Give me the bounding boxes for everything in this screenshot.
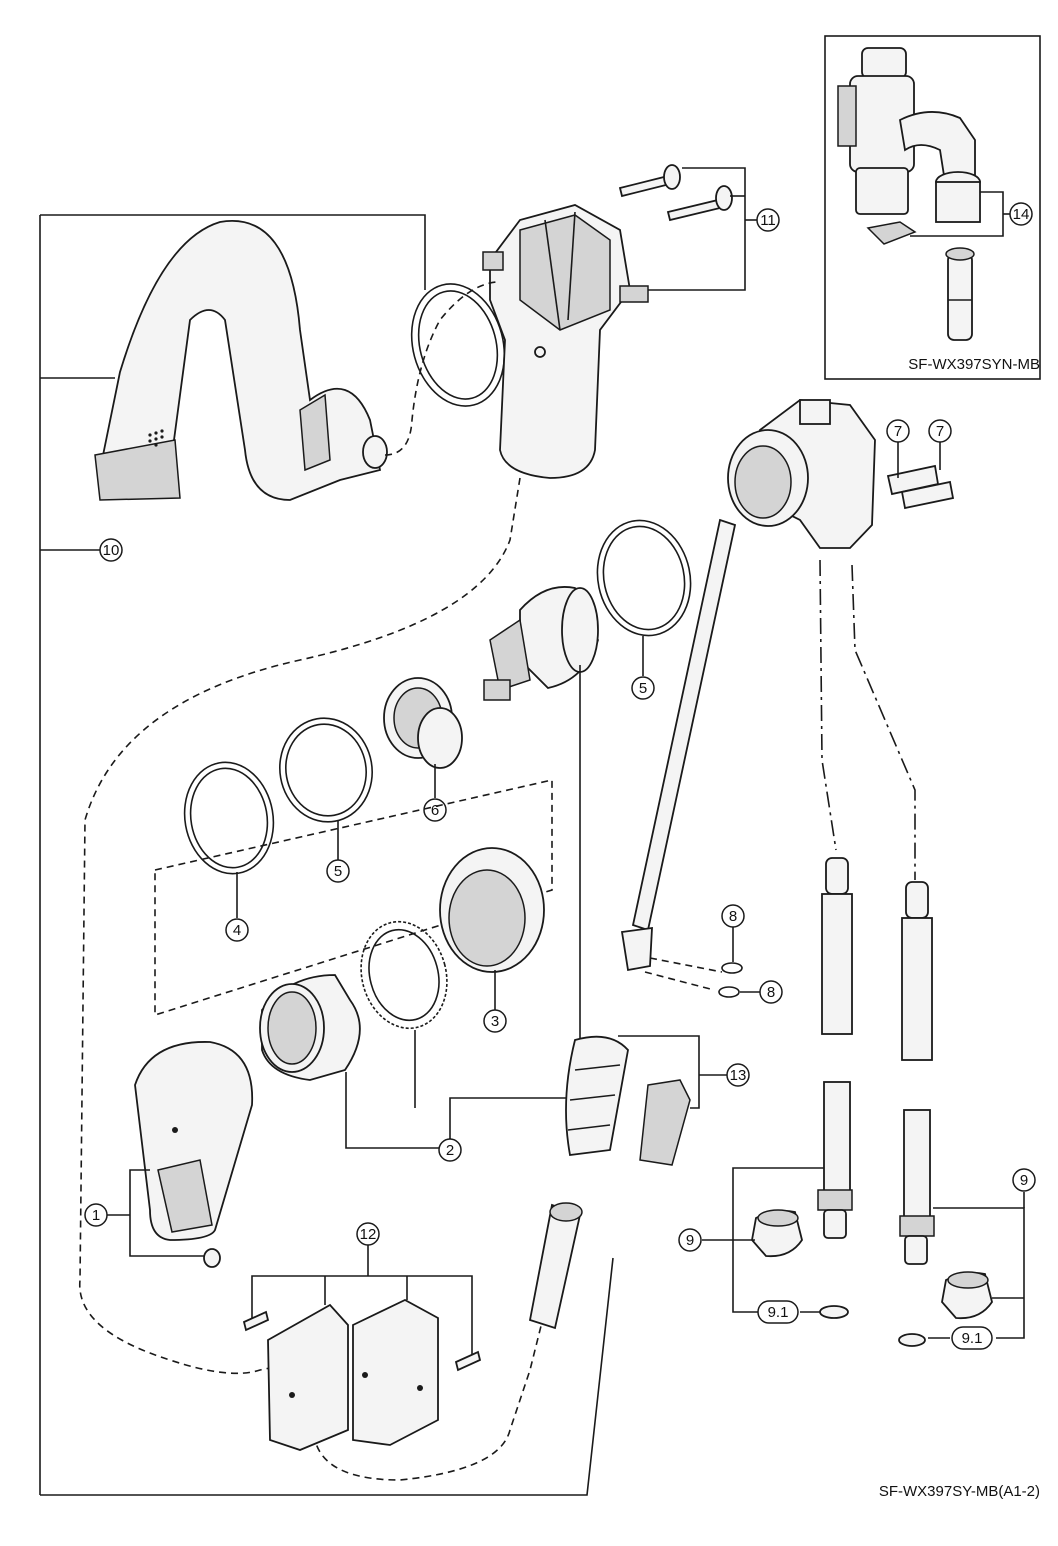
callout-11: 11 [756,208,780,232]
toothed-ring [360,920,448,1030]
seal-ring-5-right [596,519,692,676]
callout-5-left: 5 [326,859,350,883]
callout-1: 1 [84,1203,108,1227]
hose-guide-left [819,559,837,851]
callout-14-label: 14 [1013,206,1030,223]
union-nut-9-left [751,1209,803,1258]
callout-5-right: 5 [631,676,655,700]
callout-9-left: 9 [678,1228,702,1252]
hose-upper-left [821,857,853,1035]
nut-6 [383,677,463,798]
callout-8a: 8 [721,904,745,928]
callout-8b: 8 [759,980,783,1004]
callout-9-1-left-label: 9.1 [768,1304,789,1321]
callout-9-left-label: 9 [686,1232,694,1249]
callout-13-label: 13 [730,1067,747,1084]
escutcheon-3 [439,847,545,1010]
callout-12-leader [251,1245,473,1355]
callout-2: 2 [438,1138,462,1162]
callout-11-label: 11 [760,212,776,229]
callout-3: 3 [483,1009,507,1033]
washers-9-1 [819,1305,926,1347]
seal-ring-large [410,283,506,407]
callout-4: 4 [225,918,249,942]
inlet-adapter [528,1202,583,1330]
strainer-insert [565,1035,691,1166]
callout-6: 6 [423,798,447,822]
cover-sleeve [259,974,361,1081]
bracket-10 [39,214,614,1496]
callout-13-leader [618,1035,727,1109]
callout-12: 12 [356,1222,380,1246]
callout-7b: 7 [928,419,952,443]
callout-6-label: 6 [431,802,439,819]
mounting-housing [482,204,649,479]
seal-ring-5-left [279,717,373,860]
cartridge [483,586,599,701]
oring-guide-b [644,971,715,991]
callout-10: 10 [99,538,123,562]
inset-connector-pipe [945,247,975,341]
lever-handle [134,1041,254,1268]
callout-11-leader [648,167,757,291]
callout-10-label: 10 [103,542,120,559]
callout-9-1-right: 9.1 [951,1326,993,1350]
callout-9-left-leader [702,1167,824,1313]
callout-9-1-left: 9.1 [757,1300,799,1324]
oring-guide-a [649,957,723,973]
callout-14: 14 [1009,202,1033,226]
callout-7a: 7 [886,419,910,443]
spout [94,220,388,501]
callout-8a-label: 8 [729,908,737,925]
spray-holes [148,429,164,447]
callout-5-right-label: 5 [639,680,647,697]
callout-1-label: 1 [92,1207,100,1224]
inset-model-label: SF-WX397SYN-MB [908,356,1040,373]
callout-9-right-leader [928,1192,1025,1339]
inset-panel: 14 [824,35,1041,380]
callout-9-right: 9 [1012,1168,1036,1192]
callout-8b-label: 8 [767,984,775,1001]
clamp-halves [242,1298,482,1451]
clips-7 [886,442,955,510]
elbow-connector [727,399,876,549]
callout-9-1-right-label: 9.1 [962,1330,983,1347]
spout-to-housing-guide [384,281,497,456]
callout-12-label: 12 [360,1226,377,1243]
hose-lower-left [817,1081,853,1239]
callout-4-label: 4 [233,922,241,939]
callout-13: 13 [726,1063,750,1087]
callout-3-label: 3 [491,1013,499,1030]
housing-to-handle-guide [79,477,546,1481]
hose-upper-right [901,881,933,1061]
document-code-label: SF-WX397SY-MB(A1-2) [878,1483,1040,1500]
callout-7b-label: 7 [936,423,944,440]
hose-lower-right [899,1109,935,1265]
union-nut-9-right [941,1271,993,1320]
screws-11 [618,164,733,222]
callout-5-left-label: 5 [334,863,342,880]
callout-2-label: 2 [446,1142,454,1159]
callout-9-right-label: 9 [1020,1172,1028,1189]
inset-valve-body [837,47,981,245]
hose-guide-right [851,564,916,880]
check-valve-tube [620,518,737,972]
group-bracket [154,778,553,1017]
seal-ring-4 [183,761,275,918]
callout-14-leader [910,191,1010,237]
callout-7a-label: 7 [894,423,902,440]
callout-1-leader [107,1169,205,1257]
orings-8 [718,927,760,998]
